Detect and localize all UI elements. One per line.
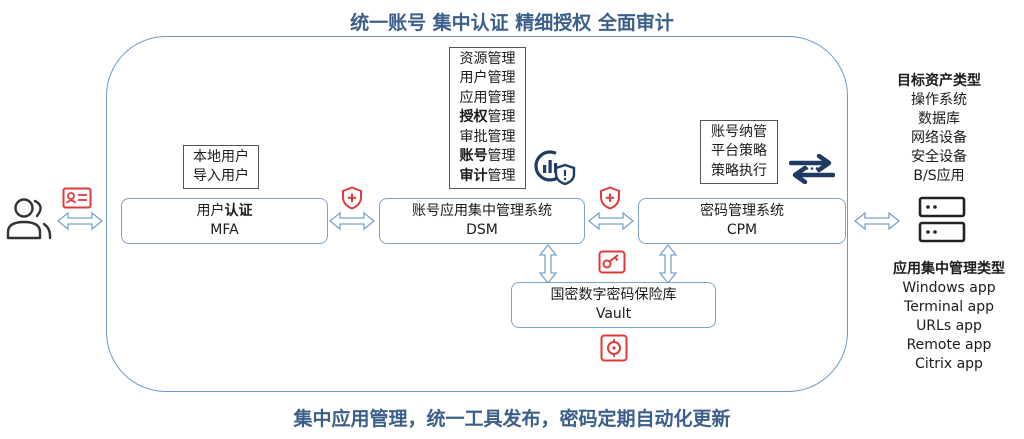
local-user-box: 本地用户 导入用户 [183,145,259,189]
cpm-feature-box: 账号纳管 平台策略 策略执行 [700,120,778,184]
local-user-line: 本地用户 [193,148,249,165]
asset-item: 安全设备 [911,149,967,165]
cpm-node: 密码管理系统 CPM [638,198,846,244]
analytics-shield-icon [534,150,576,186]
feature-item: 审批管理 [459,128,516,145]
platform-frame [106,36,848,392]
cpm-code: CPM [726,222,758,238]
sync-arrows-icon [789,154,835,184]
cpm-vault-arrow [659,244,677,284]
id-card-icon [62,187,92,209]
asset-item: B/S应用 [913,168,965,184]
user-auth-arrow [57,212,103,230]
cpm-feature-item: 策略执行 [711,162,767,179]
dsm-code: DSM [466,222,498,238]
diagram-footer: 集中应用管理，统一工具发布，密码定期自动化更新 [293,408,731,430]
dsm-feature-box: 资源管理 用户管理 应用管理 授权管理 审批管理 账号管理 审计管理 [449,47,526,189]
safe-icon [600,334,628,362]
dsm-cpm-arrow [588,212,634,230]
shield-plus-icon [342,186,362,210]
server-icon [918,196,966,243]
import-user-line: 导入用户 [193,168,249,184]
auth-code: MFA [210,222,239,238]
auth-label-plain: 用户 [196,203,225,219]
feature-item: 账号管理 [459,148,516,165]
auth-label-bold: 认证 [224,203,253,219]
users-icon [6,198,52,240]
vault-code: Vault [595,306,632,322]
auth-node: 用户认证 MFA [121,198,328,244]
feature-item: 审计管理 [459,167,516,184]
app-type-item: URLs app [916,318,982,334]
asset-item: 网络设备 [911,130,967,146]
vault-label: 国密数字密码保险库 [550,287,677,303]
cpm-assets-arrow [854,212,900,230]
dsm-node: 账号应用集中管理系统 DSM [379,198,585,244]
asset-item: 数据库 [918,111,960,127]
app-type-item: Terminal app [904,299,994,315]
auth-dsm-arrow [329,212,375,230]
cpm-feature-item: 账号纳管 [711,123,767,140]
dsm-label: 账号应用集中管理系统 [412,203,552,219]
key-icon [598,250,626,274]
cpm-feature-item: 平台策略 [711,143,767,160]
target-assets-heading: 目标资产类型 [897,73,981,89]
vault-node: 国密数字密码保险库 Vault [511,282,716,328]
app-type-item: Citrix app [915,356,983,372]
shield-plus-icon [600,186,620,210]
app-types-heading: 应用集中管理类型 [893,261,1005,277]
feature-item: 授权管理 [459,109,516,126]
app-type-item: Windows app [902,280,996,296]
target-assets: 目标资产类型 操作系统 数据库 网络设备 安全设备 B/S应用 [884,72,994,186]
feature-item: 用户管理 [459,70,516,87]
app-type-item: Remote app [906,337,992,353]
feature-item: 资源管理 [459,50,516,67]
diagram-title: 统一账号 集中认证 精细授权 全面审计 [350,12,674,34]
dsm-vault-arrow [539,244,557,284]
asset-item: 操作系统 [911,92,967,108]
cpm-label: 密码管理系统 [700,203,784,219]
feature-item: 应用管理 [459,89,516,106]
app-types: 应用集中管理类型 Windows app Terminal app URLs a… [879,260,1019,374]
